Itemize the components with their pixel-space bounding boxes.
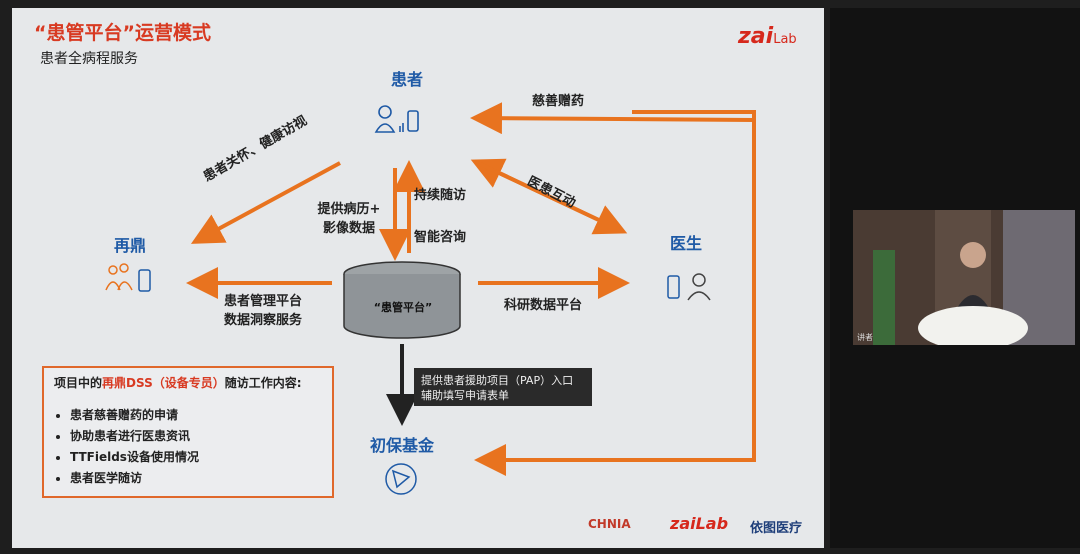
diagram-arrows bbox=[105, 102, 756, 495]
node-patient: 患者 bbox=[390, 70, 423, 89]
pap-callout: 提供患者援助项目（PAP）入口 辅助填写申请表单 bbox=[414, 368, 592, 406]
edge-followup: 持续随访 bbox=[414, 188, 467, 203]
charity-arrow bbox=[474, 110, 756, 476]
dss-title-suffix: 随访工作内容: bbox=[224, 376, 302, 390]
chnia-logo: CHNIA bbox=[588, 517, 631, 531]
presentation-slide: “患管平台”运营模式 患者全病程服务 zaiLab bbox=[12, 8, 824, 548]
list-item: 患者慈善赠药的申请 bbox=[70, 405, 322, 426]
slide-subtitle: 患者全病程服务 bbox=[40, 51, 138, 67]
zailab-logo: zaiLab bbox=[738, 24, 797, 49]
dss-title-prefix: 项目中的 bbox=[54, 376, 103, 390]
edge-records: 提供病历+ 影像数据 bbox=[306, 200, 392, 238]
logo-main: zai bbox=[738, 24, 774, 49]
edge-research: 科研数据平台 bbox=[504, 298, 583, 313]
fund-icon bbox=[385, 463, 417, 495]
care-arrow bbox=[190, 161, 341, 244]
yitu-logo: 依图医疗 bbox=[750, 521, 803, 536]
footer-zailab-logo: zaiLab bbox=[670, 514, 729, 533]
speaker-name: 讲者 bbox=[857, 333, 873, 342]
pap-line2: 辅助填写申请表单 bbox=[421, 389, 509, 402]
charity-arrow-top bbox=[470, 102, 755, 135]
doctor-icon bbox=[667, 273, 711, 301]
dss-work-box: 项目中的再鼎DSS（设备专员）随访工作内容: 患者慈善赠药的申请 协助患者进行医… bbox=[42, 366, 334, 498]
edge-mgmt: 患者管理平台 数据洞察服务 bbox=[208, 292, 318, 330]
list-item: 协助患者进行医患资讯 bbox=[70, 426, 322, 447]
speaker-video-frame bbox=[853, 210, 1075, 345]
database-icon bbox=[343, 261, 461, 339]
node-fund: 初保基金 bbox=[369, 436, 434, 455]
edge-consult: 智能咨询 bbox=[414, 230, 467, 245]
dss-title-highlight: 再鼎DSS（设备专员） bbox=[102, 376, 225, 390]
edge-mgmt-line2: 数据洞察服务 bbox=[223, 313, 302, 328]
patient-icon bbox=[374, 105, 419, 133]
dss-box-title: 项目中的再鼎DSS（设备专员）随访工作内容: bbox=[54, 374, 322, 391]
list-item: TTFields设备使用情况 bbox=[70, 447, 322, 468]
platform-label: “患管平台” bbox=[373, 301, 433, 314]
edge-records-line1: 提供病历+ bbox=[317, 202, 381, 217]
edge-mgmt-line1: 患者管理平台 bbox=[223, 294, 302, 309]
logo-suffix: Lab bbox=[773, 32, 797, 47]
node-zaiding: 再鼎 bbox=[113, 236, 146, 255]
slide-title: “患管平台”运营模式 bbox=[34, 22, 211, 44]
pap-line1: 提供患者援助项目（PAP）入口 bbox=[421, 374, 574, 387]
list-item: 患者医学随访 bbox=[70, 468, 322, 489]
dss-task-list: 患者慈善赠药的申请 协助患者进行医患资讯 TTFields设备使用情况 患者医学… bbox=[54, 405, 322, 489]
node-doctor: 医生 bbox=[669, 234, 702, 253]
edge-charity: 慈善赠药 bbox=[532, 94, 585, 109]
zaiding-icon bbox=[105, 263, 151, 292]
edge-records-line2: 影像数据 bbox=[322, 221, 375, 236]
speaker-video[interactable]: 讲者 bbox=[853, 210, 1075, 345]
